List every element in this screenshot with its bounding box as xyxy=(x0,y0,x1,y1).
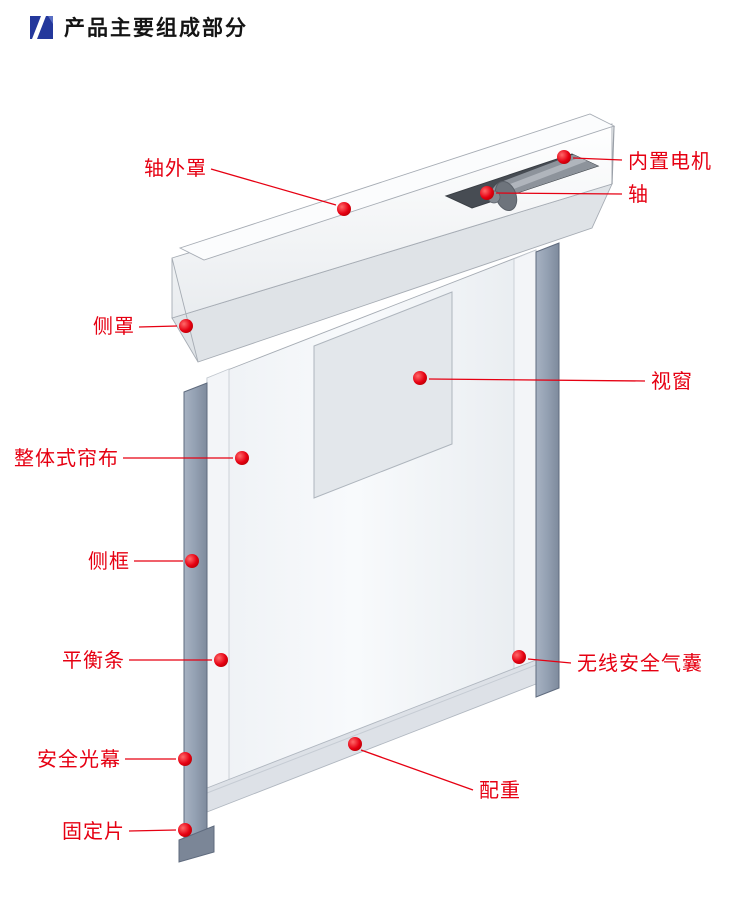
marker-shaft xyxy=(480,186,494,200)
leader-fixing-piece xyxy=(128,829,177,832)
leader-built-in-motor xyxy=(572,157,623,161)
marker-safety-light-curtain xyxy=(178,752,192,766)
label-balance-bar: 平衡条 xyxy=(62,649,125,672)
callout-side-cover: 侧罩 xyxy=(93,315,193,338)
viewing-window xyxy=(313,291,453,499)
marker-side-cover xyxy=(179,319,193,333)
marker-built-in-motor xyxy=(557,150,571,164)
marker-shaft-cover xyxy=(337,202,351,216)
left-side-frame xyxy=(183,382,208,854)
callout-balance-bar: 平衡条 xyxy=(62,649,228,672)
callout-side-frame: 侧框 xyxy=(88,550,199,573)
motor-cylinder xyxy=(491,154,598,208)
label-counterweight: 配重 xyxy=(479,779,521,802)
leader-shaft-cover xyxy=(210,168,337,206)
left-track xyxy=(206,368,230,791)
callout-integral-curtain: 整体式帘布 xyxy=(14,447,249,470)
door-body xyxy=(178,242,560,863)
label-shaft-cover: 轴外罩 xyxy=(144,157,207,180)
callout-safety-light-curtain: 安全光幕 xyxy=(37,748,192,771)
leader-wireless-airbag xyxy=(527,658,572,664)
label-window: 视窗 xyxy=(651,370,693,393)
fixing-foot xyxy=(178,825,215,863)
label-built-in-motor: 内置电机 xyxy=(628,150,712,173)
leader-counterweight xyxy=(360,749,474,791)
marker-wireless-airbag xyxy=(512,650,526,664)
leader-side-cover xyxy=(138,325,178,328)
bottom-bar-edge xyxy=(206,664,537,794)
leader-window xyxy=(428,378,646,382)
callout-window: 视窗 xyxy=(413,370,693,393)
label-side-frame: 侧框 xyxy=(88,550,130,573)
roller-cover xyxy=(171,113,616,363)
marker-integral-curtain xyxy=(235,451,249,465)
marker-fixing-piece xyxy=(178,823,192,837)
cover-left-edge xyxy=(171,257,199,363)
motor-assembly xyxy=(491,154,598,208)
callouts: 轴外罩 内置电机 轴 侧罩 视窗 整体式帘布 xyxy=(14,150,712,843)
label-fixing-piece: 固定片 xyxy=(62,820,125,843)
callout-wireless-airbag: 无线安全气囊 xyxy=(512,650,703,675)
cover-right-edge xyxy=(611,125,615,185)
marker-counterweight xyxy=(348,737,362,751)
right-side-frame xyxy=(535,242,560,698)
leader-shaft xyxy=(495,192,623,195)
callout-built-in-motor: 内置电机 xyxy=(557,150,712,173)
section-marker-icon xyxy=(30,15,53,39)
callout-fixing-piece: 固定片 xyxy=(62,820,192,843)
label-wireless-airbag: 无线安全气囊 xyxy=(577,652,703,675)
motor-highlight xyxy=(505,156,587,191)
label-safety-light-curtain: 安全光幕 xyxy=(37,748,121,771)
section-header: 产品主要组成部分 xyxy=(28,12,248,42)
marker-window xyxy=(413,371,427,385)
callout-shaft-cover: 轴外罩 xyxy=(144,157,351,216)
right-track xyxy=(513,249,537,672)
label-integral-curtain: 整体式帘布 xyxy=(14,447,119,470)
label-shaft: 轴 xyxy=(628,183,649,206)
callout-counterweight: 配重 xyxy=(348,737,521,802)
marker-side-frame xyxy=(185,554,199,568)
page-title: 产品主要组成部分 xyxy=(64,17,248,40)
marker-balance-bar xyxy=(214,653,228,667)
label-side-cover: 侧罩 xyxy=(93,315,135,338)
callout-shaft: 轴 xyxy=(480,183,649,206)
